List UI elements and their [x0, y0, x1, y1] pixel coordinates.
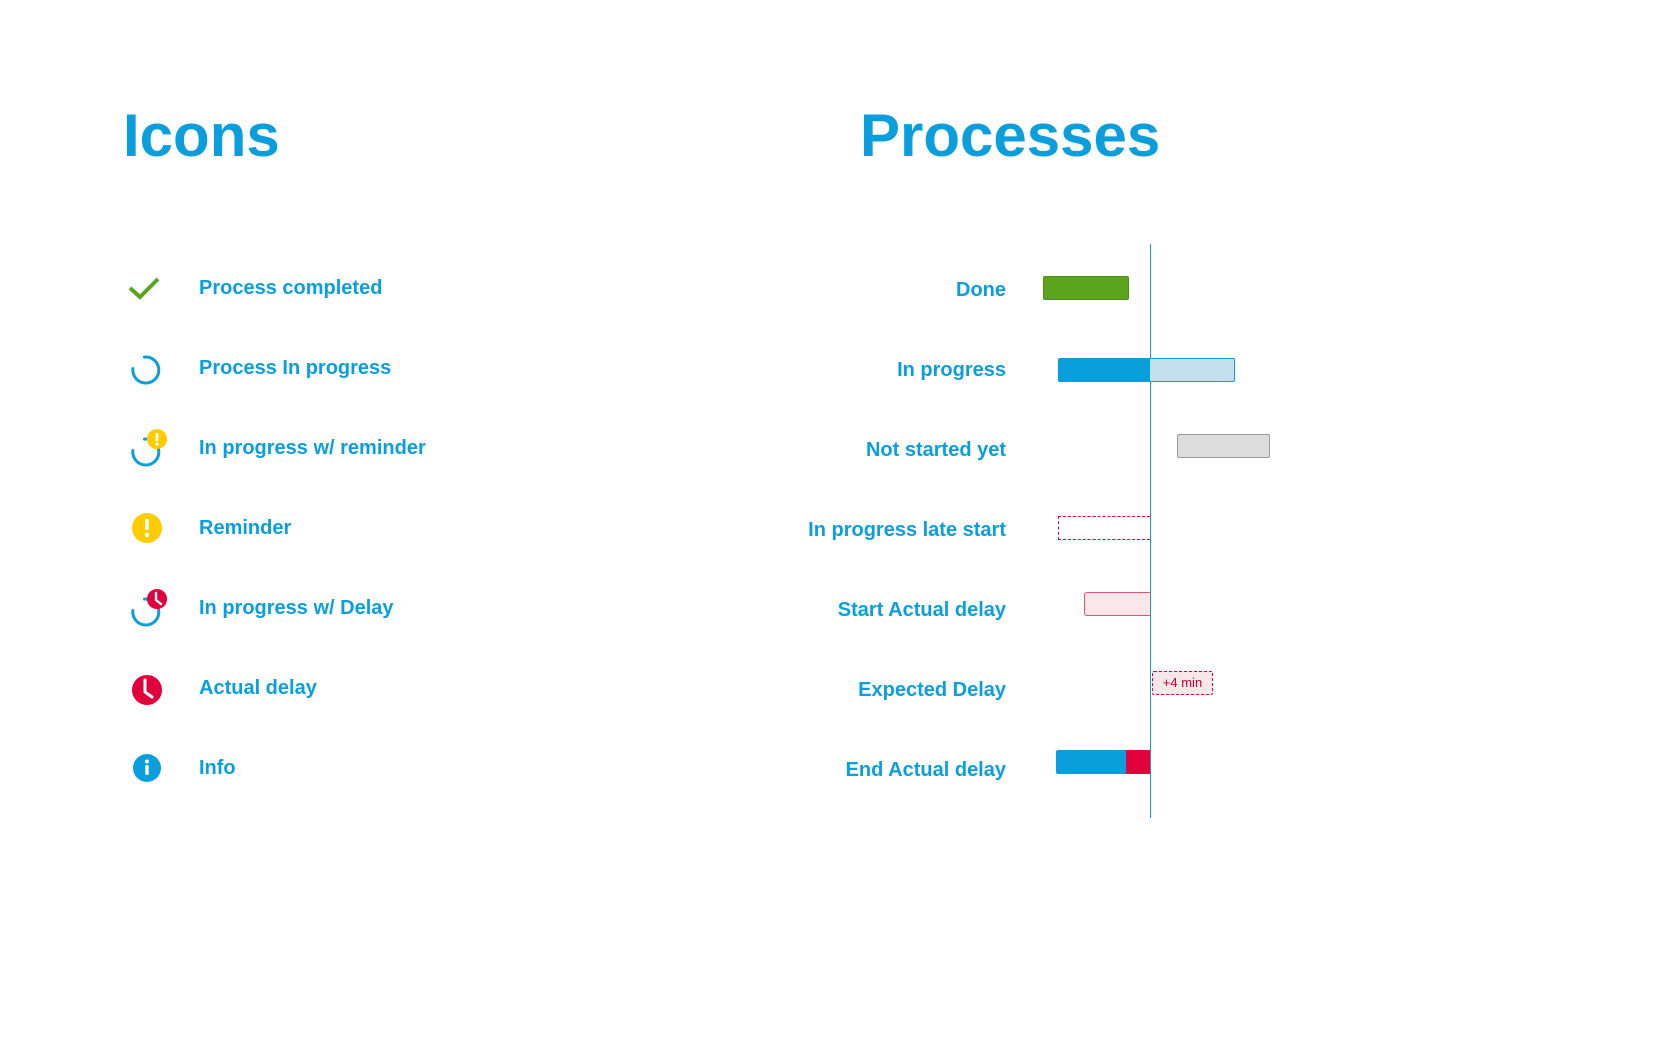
process-bar-in-progress-elapsed [1058, 358, 1150, 382]
process-bar-late-start [1058, 516, 1150, 540]
icon-legend-label: Info [199, 757, 236, 779]
expected-delay-badge: +4 min [1152, 671, 1213, 695]
process-label-expected-delay: Expected Delay [858, 679, 1006, 701]
current-time-line [1150, 244, 1151, 818]
process-bar-done [1043, 276, 1129, 300]
process-label-start-delay: Start Actual delay [837, 599, 1006, 621]
process-bar-end-delay-duration [1056, 750, 1126, 774]
icon-legend-row: Actual delay [128, 668, 548, 708]
icon-legend-row: Info [128, 748, 548, 788]
process-label-not-started: Not started yet [865, 439, 1006, 461]
progress-delay-icon [128, 588, 168, 628]
icons-heading: Icons [123, 102, 280, 169]
icon-legend-row: In progress w/ reminder [128, 428, 548, 468]
icon-legend-row: In progress w/ Delay [128, 588, 548, 628]
progress-reminder-icon [128, 428, 168, 468]
process-bar-start-delay [1084, 592, 1150, 616]
icon-legend-label: Process In progress [199, 357, 392, 379]
process-label-late-start: In progress late start [808, 519, 1006, 541]
icon-legend-row: Reminder [128, 508, 548, 548]
process-bar-not-started [1177, 434, 1270, 458]
icon-legend-label: Process completed [199, 277, 383, 299]
info-icon [128, 748, 168, 788]
process-bar-in-progress-remaining [1150, 358, 1235, 382]
process-label-end-delay: End Actual delay [845, 759, 1006, 781]
clock-delay-icon [128, 668, 168, 708]
check-icon [128, 268, 168, 308]
icon-legend-label: Actual delay [199, 677, 317, 699]
icon-legend-row: Process completed [128, 268, 548, 308]
icon-legend-label: In progress w/ reminder [199, 437, 426, 459]
icon-legend-label: Reminder [199, 517, 292, 539]
process-label-done: Done [956, 279, 1006, 301]
progress-ring-icon [128, 348, 168, 388]
icon-legend-row: Process In progress [128, 348, 548, 388]
icon-legend-label: In progress w/ Delay [199, 597, 394, 619]
process-label-in-progress: In progress [897, 359, 1006, 381]
processes-heading: Processes [860, 102, 1161, 169]
process-bar-end-delay-overrun [1126, 750, 1150, 774]
reminder-icon [128, 508, 168, 548]
